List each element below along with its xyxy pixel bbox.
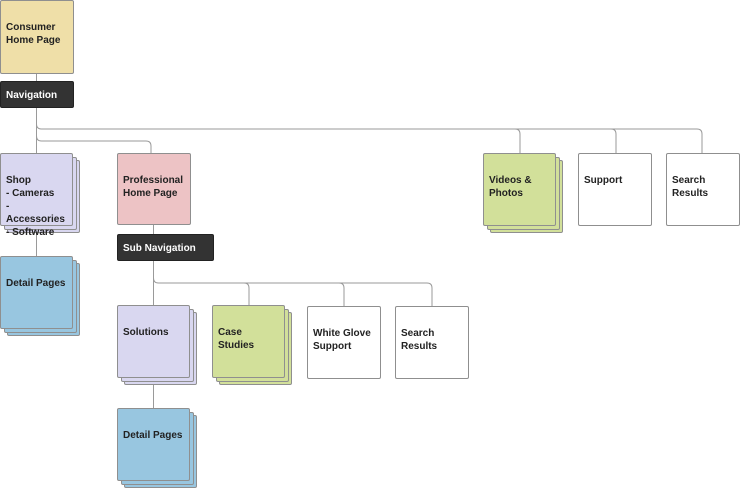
consumer-home-page-box: Consumer Home Page xyxy=(0,0,74,74)
solutions-stack: Solutions xyxy=(117,305,197,385)
connector-case-studies xyxy=(243,282,250,306)
connector-videos xyxy=(514,128,521,153)
connector-white-glove xyxy=(338,282,345,306)
case-studies-stack: Case Studies xyxy=(212,305,292,385)
detail-pages-bottom-stack: Detail Pages xyxy=(117,408,197,488)
connector-nav-right xyxy=(36,108,703,153)
white-glove-support-label: White Glove Support xyxy=(313,328,371,352)
search-results-top-box: Search Results xyxy=(666,153,740,226)
connector-subnav-right xyxy=(153,261,433,306)
navigation-box: Navigation xyxy=(0,81,74,108)
solutions-label: Solutions xyxy=(123,327,169,338)
case-studies-label: Case Studies xyxy=(218,327,255,351)
support-label: Support xyxy=(584,175,623,186)
professional-home-page-label: Professional Home Page xyxy=(123,175,184,199)
videos-photos-label: Videos & Photos xyxy=(489,175,532,199)
case-studies-box: Case Studies xyxy=(212,305,285,378)
consumer-home-page-label: Consumer Home Page xyxy=(6,22,61,46)
shop-box: Shop - Cameras - Accessories - Software xyxy=(0,153,73,238)
connector-nav-professional xyxy=(36,108,152,153)
shop-stack: Shop - Cameras - Accessories - Software xyxy=(0,153,80,238)
search-results-top-label: Search Results xyxy=(672,175,709,199)
search-results-sub-box: Search Results xyxy=(395,306,469,379)
detail-pages-bottom-label: Detail Pages xyxy=(123,430,183,441)
detail-pages-bottom-box: Detail Pages xyxy=(117,408,190,481)
search-results-sub-label: Search Results xyxy=(401,328,438,352)
sub-navigation-label: Sub Navigation xyxy=(123,243,196,254)
detail-pages-left-box: Detail Pages xyxy=(0,256,73,329)
connector-support xyxy=(610,128,617,153)
professional-home-page-box: Professional Home Page xyxy=(117,153,191,225)
detail-pages-left-label: Detail Pages xyxy=(6,278,66,289)
videos-photos-stack: Videos & Photos xyxy=(483,153,563,233)
videos-photos-box: Videos & Photos xyxy=(483,153,556,226)
shop-label: Shop - Cameras - Accessories - Software xyxy=(6,175,65,238)
sub-navigation-box: Sub Navigation xyxy=(117,234,214,261)
support-box: Support xyxy=(578,153,652,226)
solutions-box: Solutions xyxy=(117,305,190,378)
navigation-label: Navigation xyxy=(6,90,58,101)
white-glove-support-box: White Glove Support xyxy=(307,306,381,379)
detail-pages-left-stack: Detail Pages xyxy=(0,256,80,336)
